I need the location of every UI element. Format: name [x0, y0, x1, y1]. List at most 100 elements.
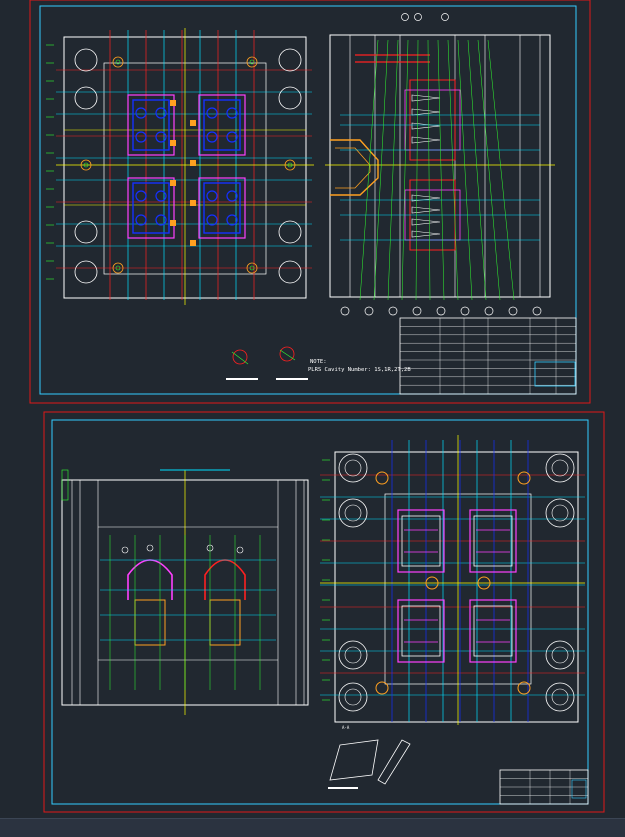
- return-pin: [112, 262, 124, 274]
- plan-view-linework: [46, 28, 314, 305]
- guide-pillar: [74, 260, 98, 284]
- return-pin: [517, 681, 531, 695]
- return-pin-core: [249, 59, 255, 65]
- pin-hole: [146, 544, 154, 552]
- cavity-core: [206, 190, 218, 202]
- guide-pillar: [278, 48, 302, 72]
- cad-line: [447, 39, 459, 301]
- cad-line: [231, 351, 249, 365]
- gate-marker: [170, 100, 176, 106]
- guide-pillar: [338, 498, 368, 528]
- guide-pillar: [338, 640, 368, 670]
- return-pin-core: [249, 265, 255, 271]
- cavity-core: [206, 131, 218, 143]
- cavity-profile: [127, 559, 173, 600]
- guide-pillar: [545, 682, 575, 712]
- cavity-part: [132, 182, 170, 234]
- core-insert: [209, 599, 241, 646]
- sheet-2-section-view: [61, 469, 309, 715]
- part-balloon: [414, 13, 422, 21]
- cad-line: [415, 39, 419, 301]
- sheet-2-border: [51, 419, 589, 805]
- cavity-core: [155, 190, 167, 202]
- sheet-2-detail: A-A: [328, 725, 411, 789]
- gate-marker: [190, 240, 196, 246]
- part-balloon: [340, 306, 350, 316]
- core-plan-cavities: [397, 509, 517, 663]
- part-balloon: [401, 13, 409, 21]
- cavity-core: [155, 131, 167, 143]
- guide-pillar-bore: [551, 688, 569, 706]
- core-block: [409, 79, 456, 161]
- title-logo-box: [534, 361, 576, 387]
- guide-pillar: [278, 86, 302, 110]
- section-view-outline: [329, 34, 551, 298]
- gate-marker: [170, 220, 176, 226]
- ejector-profile: [411, 94, 441, 102]
- guide-pillar: [338, 453, 368, 483]
- guide-pillar-bore: [344, 459, 362, 477]
- guide-pillar: [74, 48, 98, 72]
- sheet-1-border: [39, 5, 577, 395]
- part-balloons-row: [340, 306, 542, 316]
- guide-pillar: [545, 498, 575, 528]
- return-pin: [246, 56, 258, 68]
- ejector-profile: [411, 194, 441, 202]
- pin-hole: [236, 546, 244, 554]
- sheet-1-note: NOTE: PLRS Cavity Number: 1S,1R,2T,2B: [226, 346, 411, 380]
- core-plan-plate: [334, 451, 579, 723]
- cavity-core: [206, 214, 218, 226]
- cavity-part: [203, 182, 241, 234]
- gate-marker: [190, 120, 196, 126]
- cavity-core: [135, 131, 147, 143]
- cavity-core: [135, 107, 147, 119]
- detail-outline: [377, 739, 411, 785]
- ejector-profile: [411, 230, 441, 238]
- detail-outline: [329, 739, 379, 781]
- cavity-core: [155, 107, 167, 119]
- return-pin-core: [115, 265, 121, 271]
- part-balloon: [364, 306, 374, 316]
- gate-marker: [170, 140, 176, 146]
- guide-pillar: [545, 453, 575, 483]
- return-pin-core: [287, 162, 293, 168]
- part-balloon: [484, 306, 494, 316]
- sprue-bushing: [330, 139, 379, 196]
- cad-line: [437, 39, 445, 301]
- detail-view-label: A-A: [342, 725, 350, 730]
- gate-marker: [170, 180, 176, 186]
- guide-pillar-bore: [344, 646, 362, 664]
- sheet-2-title-block: [499, 769, 589, 805]
- return-pin: [477, 576, 491, 590]
- guide-pillar-bore: [551, 459, 569, 477]
- cavity-core: [135, 190, 147, 202]
- cavity-insert: [127, 177, 175, 239]
- detail-circle: [279, 346, 295, 362]
- core-insert: [134, 599, 166, 646]
- return-pin: [112, 56, 124, 68]
- guide-pillar-bore: [344, 504, 362, 522]
- part-balloon: [508, 306, 518, 316]
- cavity-part: [203, 99, 241, 151]
- guide-pillar: [278, 220, 302, 244]
- gate-marker: [190, 160, 196, 166]
- gate-marker: [190, 200, 196, 206]
- return-pin: [80, 159, 92, 171]
- cavity-core: [226, 190, 238, 202]
- part-balloon: [441, 13, 449, 21]
- return-pin: [517, 471, 531, 485]
- guide-pillar-bore: [551, 504, 569, 522]
- pin-hole: [121, 546, 129, 554]
- return-pin-core: [83, 162, 89, 168]
- cavity-profile: [204, 559, 246, 600]
- pin-hole: [206, 544, 214, 552]
- return-pin-core: [115, 59, 121, 65]
- cavity-insert: [469, 509, 517, 573]
- cavity-core: [206, 107, 218, 119]
- sheet-1-frame: [29, 0, 591, 404]
- sheet-1-section-view: [325, 13, 555, 316]
- cavity-insert: [469, 599, 517, 663]
- cad-line: [387, 39, 399, 301]
- cavity-part: [132, 99, 170, 151]
